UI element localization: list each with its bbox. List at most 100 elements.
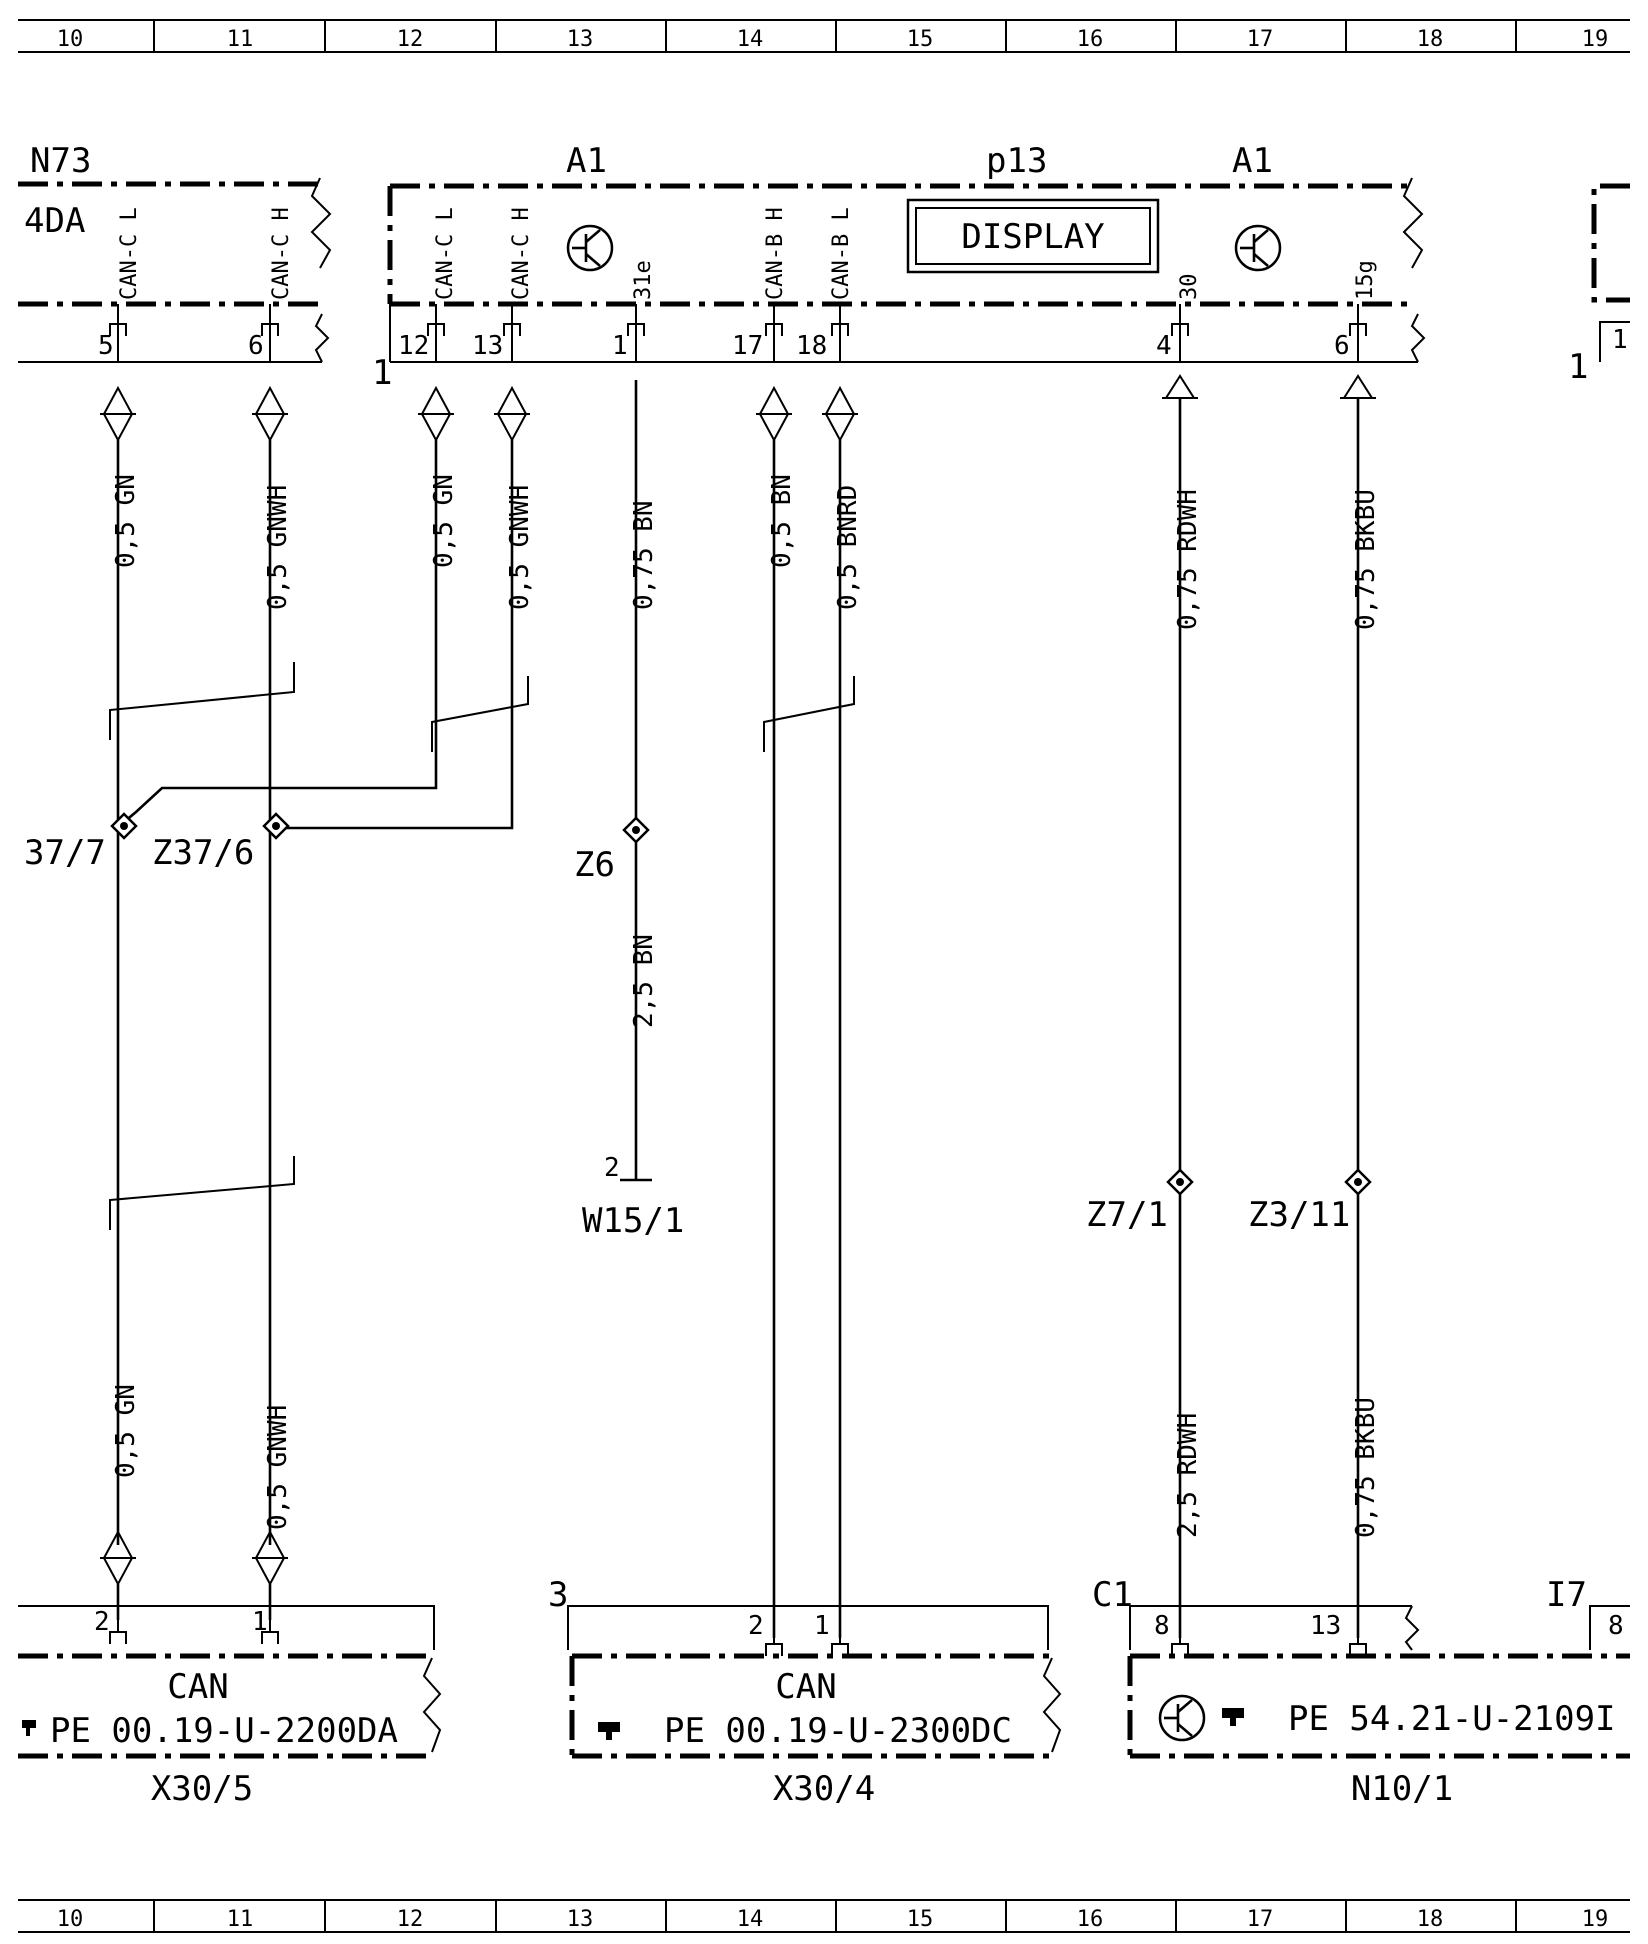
- a1-pin-13: 13: [472, 331, 503, 361]
- grid-label-top-10: 10: [57, 27, 84, 52]
- grid-label-bottom-12: 12: [397, 1907, 424, 1932]
- wire-label-w2: 0,5 GNWH: [263, 485, 293, 610]
- splice-z37-6: Z37/6: [152, 812, 290, 873]
- plug-connectors-bottom: [100, 1529, 288, 1620]
- wire-label-w12: 0,5 GNWH: [263, 1405, 293, 1530]
- w15-1-ref: W15/1: [582, 1201, 684, 1241]
- n10-1-connector-c1: C1: [1092, 1575, 1133, 1615]
- wire-label-w7: 0,5 BNRD: [833, 485, 863, 610]
- grid-label-bottom-17: 17: [1247, 1907, 1274, 1932]
- grid-label-bottom-15: 15: [907, 1907, 934, 1932]
- a1-pin-label-30: 30: [1177, 274, 1202, 301]
- right-connector-number: 1: [1568, 347, 1588, 387]
- wire-labels: 0,5 GN 0,5 GNWH 0,5 GN 0,5 GNWH 0,75 BN …: [111, 474, 1381, 1538]
- a1-pin-label-can-b-l: CAN-B L: [829, 207, 854, 300]
- plug-connectors-top: [100, 374, 1376, 443]
- svg-text:Z3/11: Z3/11: [1248, 1195, 1350, 1235]
- a1-connector-number: 1: [372, 353, 392, 393]
- wire-label-w9: 0,75 BKBU: [1351, 489, 1381, 630]
- transistor-icon: [1158, 1694, 1206, 1742]
- splice-z3-11: Z3/11: [1248, 1168, 1372, 1235]
- n73-pin-6: 6: [248, 331, 264, 361]
- wires: [109, 380, 1360, 1638]
- a1-pin-label-15g: 15g: [1353, 260, 1378, 300]
- wire-label-w8: 0,75 RDWH: [1173, 489, 1203, 630]
- n73-sub: 4DA: [24, 201, 85, 241]
- grid-label-bottom-16: 16: [1077, 1907, 1104, 1932]
- a1-pin-label-can-b-h: CAN-B H: [763, 207, 788, 300]
- n10-1-component: C1 I7 8 13 8 PE 54.21-U-2109I N10/1: [1092, 1575, 1630, 1809]
- a1-right-ref: A1: [1232, 141, 1273, 181]
- transistor-icon: [1234, 224, 1282, 272]
- n73-pin-5: 5: [98, 331, 114, 361]
- wire-label-w6: 0,5 BN: [767, 474, 797, 568]
- svg-text:Z7/1: Z7/1: [1086, 1195, 1168, 1235]
- splice-z37-7: 37/7: [24, 812, 138, 873]
- grid-label-top-15: 15: [907, 27, 934, 52]
- wire-label-w3: 0,5 GN: [429, 474, 459, 568]
- x30-5-pin-1: 1: [252, 1607, 268, 1637]
- w15-1-pin: 2: [604, 1153, 620, 1183]
- a1-instrument-cluster: A1 p13 A1 1 DISPLAY CAN-C L: [372, 141, 1426, 393]
- a1-pin-6: 6: [1334, 331, 1350, 361]
- n73-pin-label-can-c-h: CAN-C H: [269, 207, 294, 300]
- x30-5-pe-reference: PE 00.19-U-2200DA: [50, 1711, 398, 1751]
- n73-ref: N73: [30, 141, 91, 181]
- wire-label-w13: 2,5 RDWH: [1173, 1413, 1203, 1538]
- bottom-grid-ruler: 10 11 12 13 14 15 16 17 18 19: [18, 1899, 1630, 1933]
- wire-label-w4: 0,5 GNWH: [505, 485, 535, 610]
- grid-label-bottom-10: 10: [57, 1907, 84, 1932]
- grid-label-top-18: 18: [1417, 27, 1444, 52]
- top-grid-ruler: 10 11 12 13 14 15 16 17 18 19: [18, 19, 1630, 53]
- svg-text:37/7: 37/7: [24, 833, 106, 873]
- x30-5-title: CAN: [167, 1667, 228, 1707]
- p13-ref: p13: [986, 141, 1047, 181]
- grid-label-bottom-13: 13: [567, 1907, 594, 1932]
- a1-pin-label-can-c-l: CAN-C L: [433, 207, 458, 300]
- a1-pin-18: 18: [796, 331, 827, 361]
- grid-label-top-17: 17: [1247, 27, 1274, 52]
- a1-pin-1: 1: [612, 331, 628, 361]
- n10-1-pin-13: 13: [1310, 1611, 1341, 1641]
- x30-5-component: 2 1 CAN PE 00.19-U-2200DA X30/5: [18, 1605, 442, 1809]
- grid-label-top-16: 16: [1077, 27, 1104, 52]
- n10-1-pe-reference: PE 54.21-U-2109I: [1288, 1699, 1616, 1739]
- grid-label-bottom-19: 19: [1582, 1907, 1609, 1932]
- grid-label-top-13: 13: [567, 27, 594, 52]
- x30-5-ref: X30/5: [151, 1769, 253, 1809]
- x30-4-pin-2: 2: [748, 1611, 764, 1641]
- a1-pin-label-31e: 31e: [631, 260, 656, 300]
- x30-4-pe-reference: PE 00.19-U-2300DC: [664, 1711, 1012, 1751]
- x30-4-title: CAN: [775, 1667, 836, 1707]
- grid-label-bottom-14: 14: [737, 1907, 764, 1932]
- grid-label-top-19: 19: [1582, 27, 1609, 52]
- grid-label-bottom-11: 11: [227, 1907, 254, 1932]
- n73-pin-label-can-c-l: CAN-C L: [117, 207, 142, 300]
- n73-component: N73 4DA CAN-C L CAN-C H 5 6: [18, 141, 332, 363]
- x30-4-connector-number: 3: [548, 1575, 568, 1615]
- wire-label-w1: 0,5 GN: [111, 474, 141, 568]
- hand-pointer-icon: [22, 1720, 36, 1736]
- right-cut-component: 1 1: [1568, 183, 1630, 387]
- right-pin-1: 1: [1612, 325, 1628, 355]
- x30-4-component: 3 2 1 CAN PE 00.19-U-2300DC X30/4: [548, 1575, 1062, 1809]
- grid-label-top-14: 14: [737, 27, 764, 52]
- x30-5-pin-2: 2: [94, 1607, 110, 1637]
- wire-label-w10: 2,5 BN: [629, 934, 659, 1028]
- wire-label-w5: 0,75 BN: [629, 500, 659, 610]
- n10-1-ref: N10/1: [1351, 1769, 1453, 1809]
- n10-1-pin-8: 8: [1154, 1611, 1170, 1641]
- wire-label-w14: 0,75 BKBU: [1351, 1397, 1381, 1538]
- hand-pointer-icon: [598, 1722, 620, 1740]
- n10-1-connector-i7: I7: [1546, 1575, 1587, 1615]
- a1-pin-label-can-c-h: CAN-C H: [509, 207, 534, 300]
- splices: 37/7 Z37/6 Z6 Z7/1 Z3/11: [24, 812, 1372, 1235]
- wire-label-w11: 0,5 GN: [111, 1384, 141, 1478]
- svg-text:Z6: Z6: [574, 845, 615, 885]
- ground-w15-1: 2 W15/1: [582, 1153, 684, 1241]
- grid-label-bottom-18: 18: [1417, 1907, 1444, 1932]
- svg-text:Z37/6: Z37/6: [152, 833, 254, 873]
- a1-pin-4: 4: [1156, 331, 1172, 361]
- display-text: DISPLAY: [961, 217, 1104, 257]
